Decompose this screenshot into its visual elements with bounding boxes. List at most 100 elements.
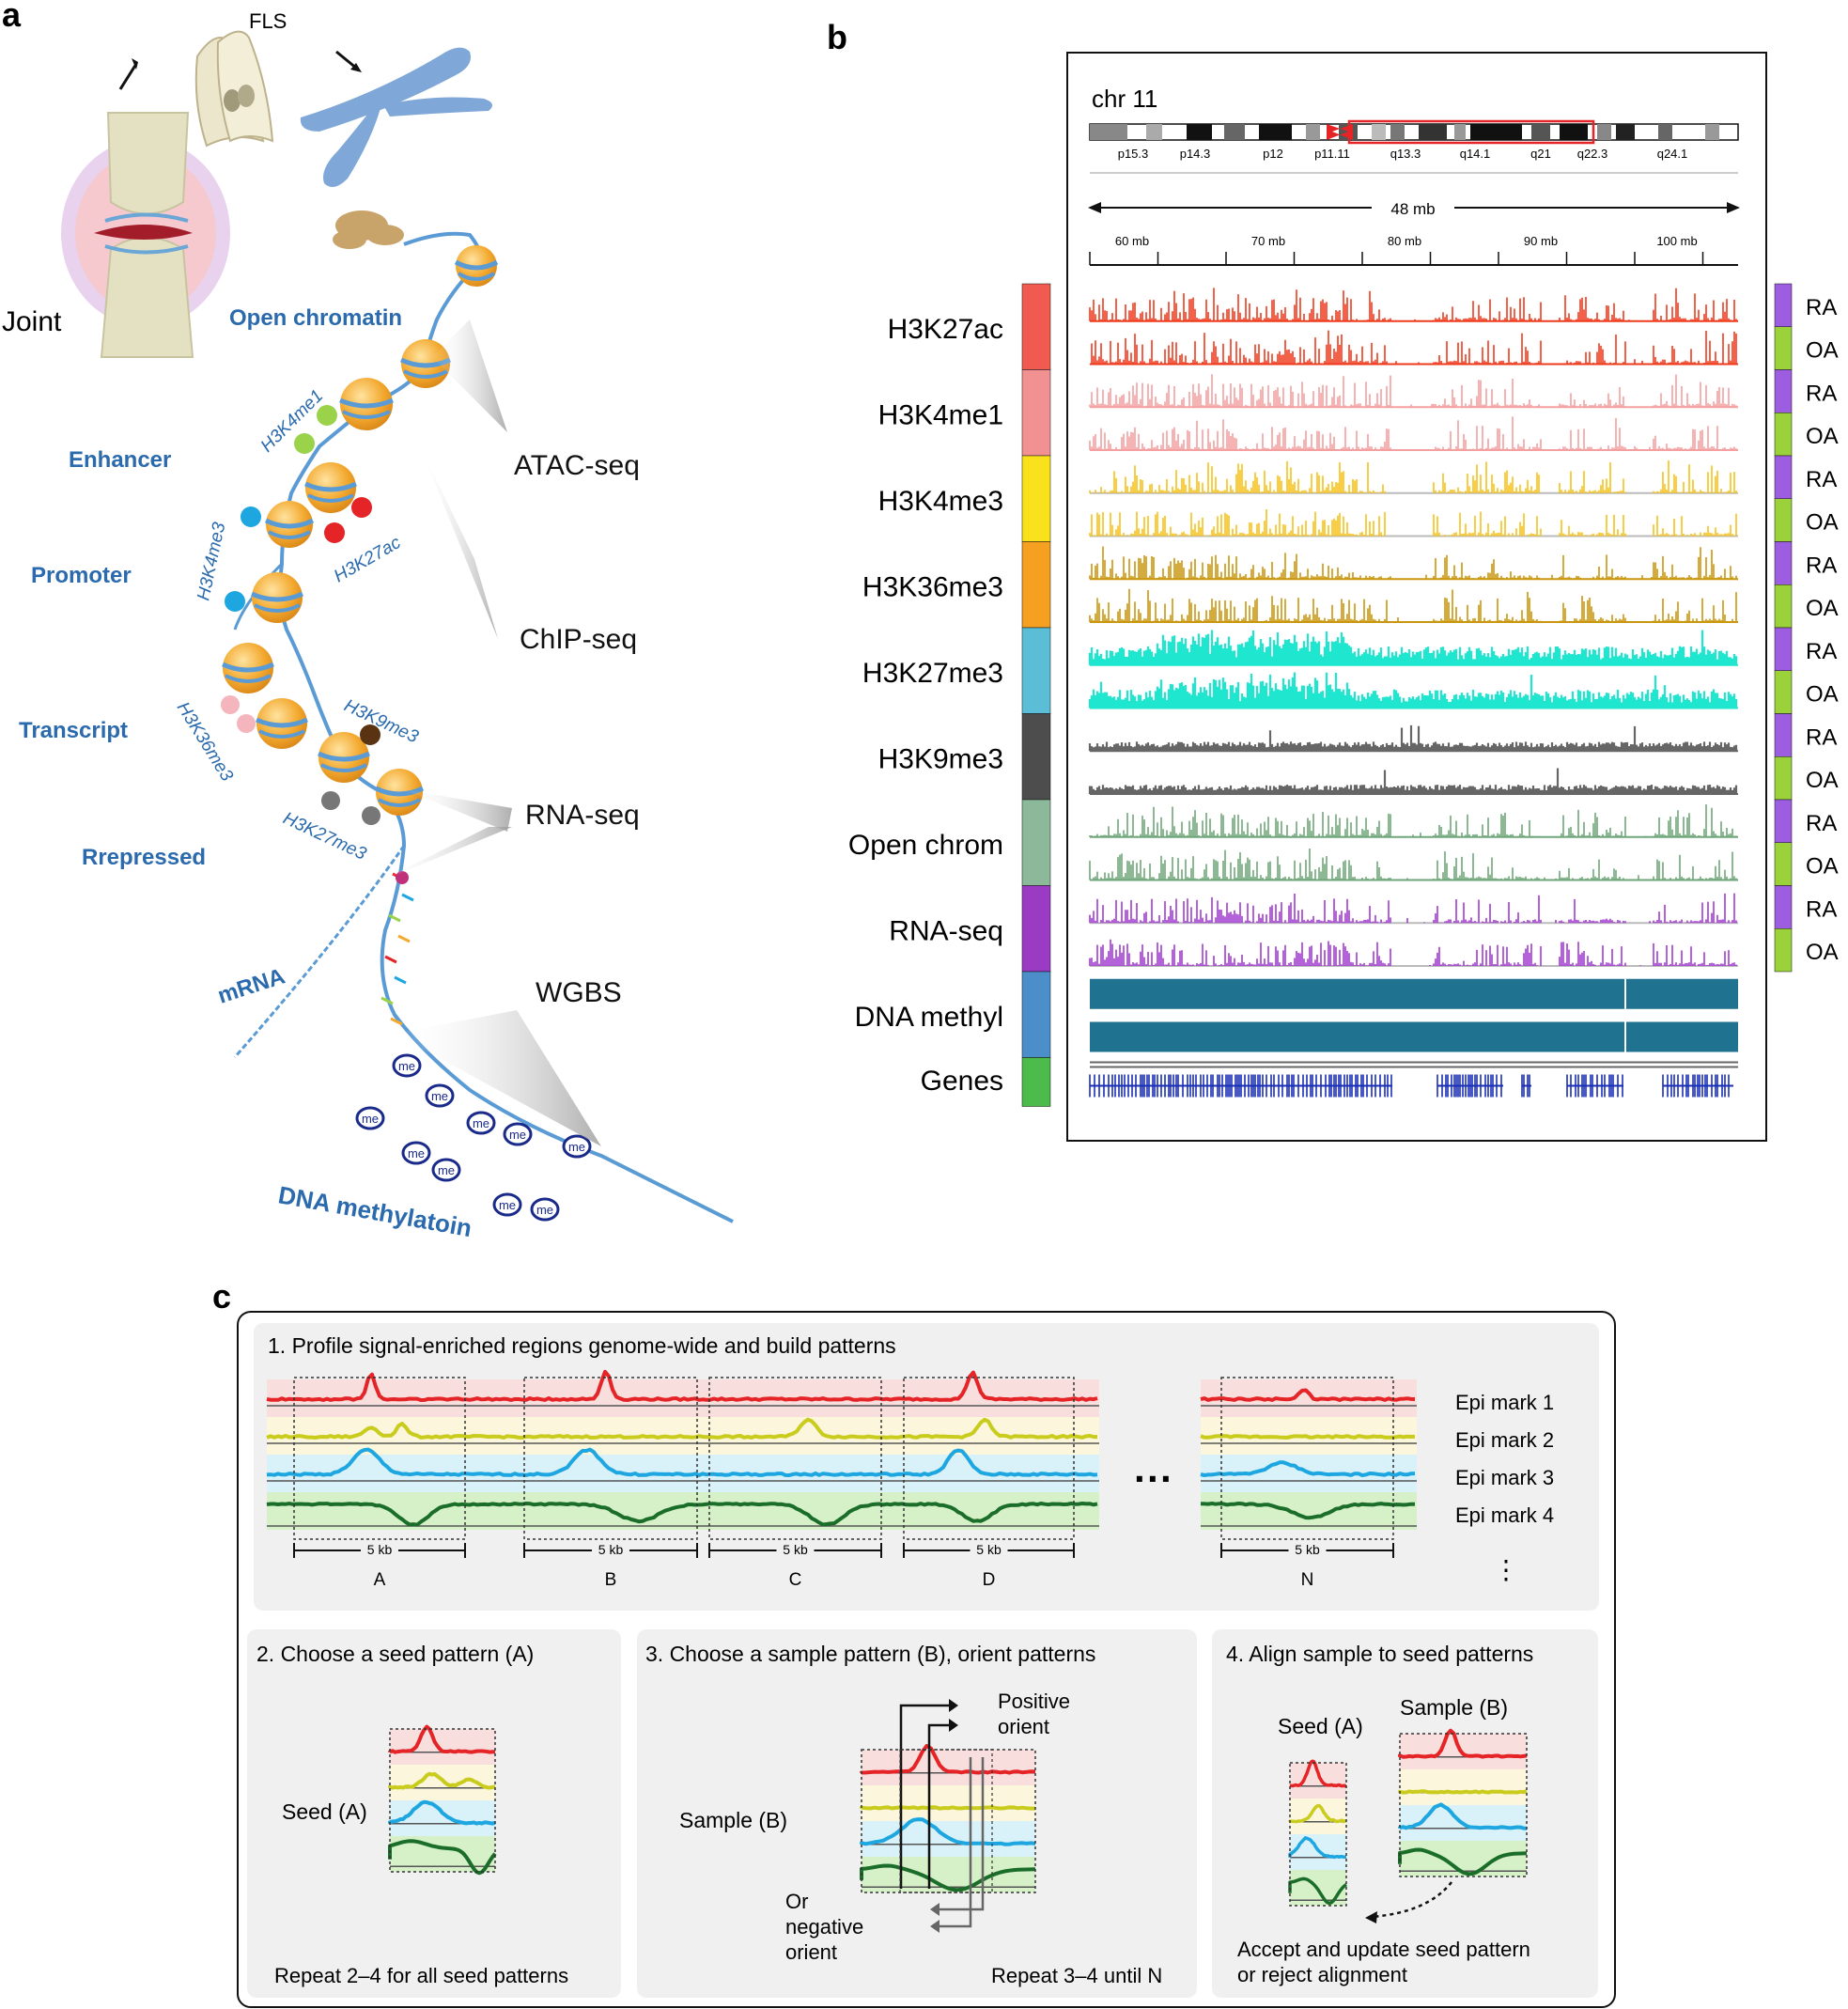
track-label: H3K9me3 (878, 743, 1003, 774)
track-color-bar (1021, 971, 1051, 1058)
negative-orient-line3: orient (785, 1940, 837, 1964)
step3-footer: Repeat 3–4 until N (991, 1964, 1162, 1987)
window-label: N (1301, 1570, 1314, 1590)
sample-color-bar (1774, 455, 1793, 499)
assay-label-chip: ChIP-seq (520, 624, 637, 655)
sample-label: Sample (B) (679, 1808, 787, 1832)
sample-label: OA (1806, 424, 1839, 449)
signal-track (1089, 508, 1738, 537)
mrna-label: mRNA (215, 963, 288, 1008)
track-labels: H3K27acH3K4me1H3K4me3H3K36me3H3K27me3H3K… (848, 283, 1051, 1107)
span-label: 48 mb (1390, 200, 1435, 218)
mark-dot-icon (362, 806, 380, 825)
scale-label: 5 kb (783, 1542, 808, 1557)
sample-label: OA (1806, 682, 1839, 708)
positive-orient-line1: Positive (998, 1690, 1070, 1713)
genes-track (1089, 1061, 1738, 1098)
sample-pattern-oriented (860, 1699, 1036, 1933)
mark-dot-icon (237, 714, 256, 733)
nucleosome-icon (264, 501, 315, 548)
sample-label: OA (1806, 854, 1839, 880)
assay-cones (376, 319, 601, 1146)
step4-footer-line2: or reject alignment (1237, 1963, 1407, 1986)
sample-color-bar (1774, 326, 1793, 370)
scale-label: 5 kb (367, 1542, 393, 1557)
mark-label-h3k27ac: H3K27ac (331, 533, 405, 587)
sample-label: RA (1806, 467, 1837, 492)
sample-label: RA (1806, 295, 1837, 320)
step2-footer: Repeat 2–4 for all seed patterns (274, 1964, 568, 1987)
band-label: p11.11 (1314, 147, 1350, 161)
histone-marks (221, 405, 380, 825)
mark-dot-icon (221, 695, 240, 714)
epi-mark-label: Epi mark 2 (1455, 1428, 1554, 1452)
sample-color-bar (1774, 369, 1793, 413)
mark-dot-icon (317, 405, 337, 426)
ruler-tick-label: 80 mb (1388, 234, 1421, 248)
fls-cells-icon (194, 30, 274, 148)
sample-label: RA (1806, 724, 1837, 750)
ruler-tick-label: 70 mb (1251, 234, 1285, 248)
me-label: me (362, 1112, 379, 1126)
ruler-tick-label: 100 mb (1656, 234, 1697, 248)
nucleosome-icon (374, 769, 425, 816)
signal-track (1090, 1021, 1738, 1052)
track-label: DNA methyl (855, 1002, 1003, 1033)
track-label: H3K4me1 (878, 399, 1003, 430)
open-chromatin-label: Open chromatin (229, 305, 402, 331)
signal-track (1089, 416, 1738, 451)
joint-label: Joint (2, 306, 62, 337)
track-signals (1088, 288, 1738, 1098)
track-color-bar (1021, 713, 1051, 801)
signal-track (1088, 768, 1738, 795)
track-label: Open chrom (848, 830, 1003, 861)
joint-icon (61, 112, 230, 358)
window-box (903, 1377, 1075, 1540)
nucleosome-icon (221, 643, 275, 693)
track-label: H3K27ac (888, 314, 1003, 345)
signal-track (1089, 849, 1738, 881)
scale-label: 5 kb (976, 1542, 1002, 1557)
mark-dot-icon (241, 506, 261, 527)
sample-color-bar (1774, 283, 1793, 327)
dna-methylation-label: DNA methylatoin (276, 1180, 474, 1242)
mark-label-h3k27me3: H3K27me3 (280, 808, 369, 864)
mark-dot-icon (324, 522, 345, 543)
signal-track (1089, 330, 1738, 366)
sample-label-2: Sample (B) (1400, 1695, 1508, 1720)
methyl-group-icon: me (431, 1158, 461, 1182)
arrow-icon (335, 50, 358, 70)
me-label: me (408, 1146, 425, 1160)
signal-track (1090, 978, 1738, 1009)
me-label: me (473, 1116, 489, 1130)
methyl-group-icon: me (492, 1192, 522, 1217)
arrow-icon (118, 63, 138, 90)
nucleosome-icon (250, 572, 304, 623)
band-label: p12 (1263, 147, 1283, 161)
signal-track (1089, 546, 1738, 581)
nucleosome-icon (303, 462, 358, 513)
browser-frame (1066, 52, 1767, 1142)
sample-label: OA (1806, 510, 1839, 536)
me-label: me (536, 1203, 553, 1217)
panel-a: Joint FLS (2, 9, 734, 1242)
methyl-group-icon: me (392, 1053, 422, 1078)
nucleosome-icon (339, 378, 394, 430)
track-label: H3K4me3 (878, 486, 1003, 517)
window-label: C (789, 1570, 802, 1590)
sample-label: RA (1806, 896, 1837, 922)
signal-track (1088, 672, 1738, 709)
fls-label: FLS (249, 9, 287, 33)
sample-label: RA (1806, 553, 1837, 578)
sample-color-bar (1774, 842, 1793, 886)
genes-color-bar (1021, 1057, 1051, 1107)
step4-title: 4. Align sample to seed patterns (1226, 1642, 1533, 1666)
panel-c: 1. Profile signal-enriched regions genom… (237, 1311, 1616, 2008)
band-label: p15.3 (1118, 147, 1149, 161)
assay-label-atac: ATAC-seq (514, 450, 640, 481)
sample-color-bar (1774, 799, 1793, 843)
